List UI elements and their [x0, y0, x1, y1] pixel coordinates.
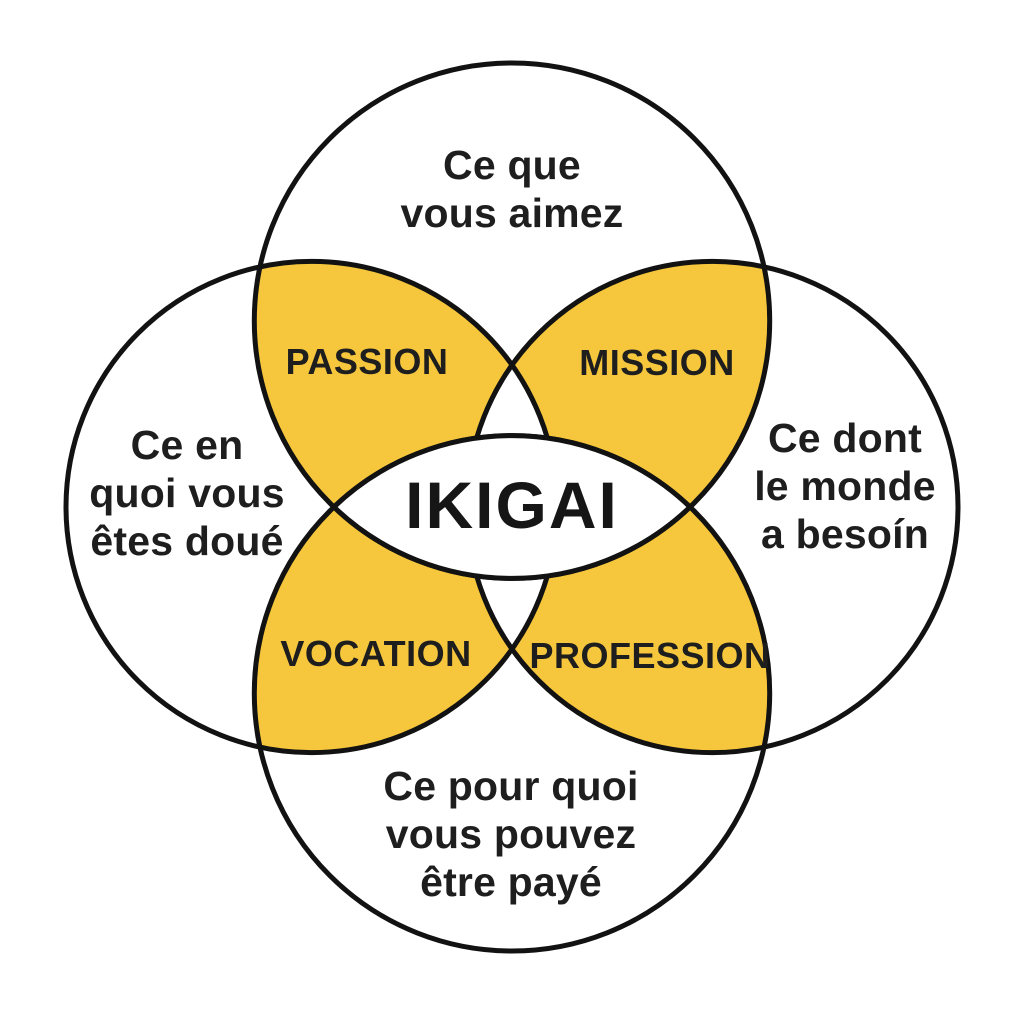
bottom-circle-label-line1: Ce pour quoi	[383, 763, 639, 809]
bottom-circle-label-line2: vous pouvez	[385, 811, 637, 857]
profession-overlap-label: PROFESSION	[529, 635, 771, 676]
top-circle-label: Ce que vous aimez	[400, 141, 623, 237]
left-circle-label-line2: quoi vous	[89, 470, 285, 516]
mission-overlap-label: MISSION	[579, 342, 735, 383]
right-circle-label-line1: Ce dont	[767, 415, 922, 461]
center-lens-upper-arc	[254, 433, 770, 579]
top-circle-label-line1: Ce que	[443, 142, 581, 188]
top-circle-label-line2: vous aimez	[400, 190, 624, 236]
bottom-circle-label: Ce pour quoi vous pouvez être payé	[383, 762, 638, 906]
vocation-overlap-label: VOCATION	[280, 633, 472, 674]
left-circle-label-line1: Ce en	[130, 422, 244, 468]
left-circle-label-line3: êtes doué	[90, 518, 284, 564]
ikigai-center-label: IKIGAI	[405, 468, 619, 542]
left-circle-label: Ce en quoi vous êtes doué	[89, 421, 284, 565]
center-lens-lower	[254, 435, 770, 581]
center-lens-lower-arc	[254, 435, 770, 581]
passion-overlap-label: PASSION	[285, 341, 449, 382]
bottom-circle-label-line3: être payé	[420, 859, 602, 905]
right-circle-label: Ce dont le monde a besoín	[754, 414, 936, 558]
right-circle-label-line2: le monde	[754, 463, 936, 509]
right-circle-label-line3: a besoín	[761, 511, 929, 557]
